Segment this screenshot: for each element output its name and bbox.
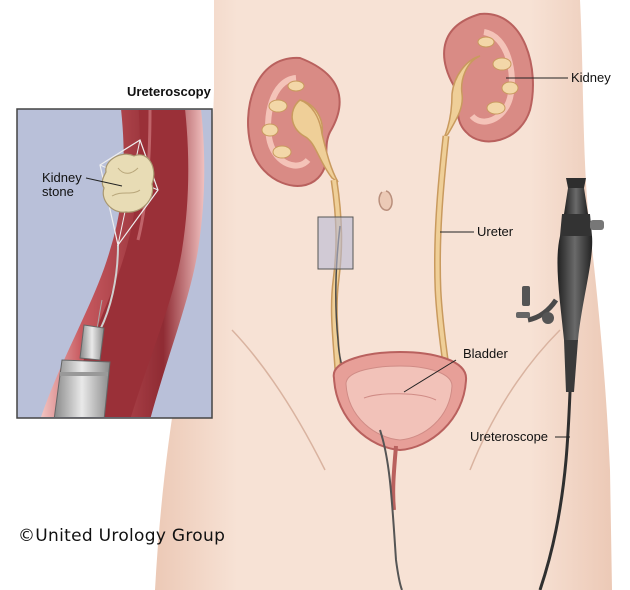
ureteroscopy-inset: [17, 100, 212, 420]
copyright-notice: ©United Urology Group: [18, 526, 225, 546]
ureter-label: Ureter: [477, 225, 513, 239]
left-kidney: [248, 58, 340, 186]
navel: [379, 191, 392, 210]
torso: [155, 0, 612, 590]
ureteroscope-label: Ureteroscope: [470, 430, 548, 444]
kidney-stone-label-line1: Kidney: [42, 171, 82, 185]
kidney-label: Kidney: [571, 71, 611, 85]
bladder-label: Bladder: [463, 347, 508, 361]
inset-region-marker: [318, 217, 353, 269]
inset-title: Ureteroscopy: [127, 84, 211, 99]
kidney-stone-label-line2: stone: [42, 185, 74, 199]
